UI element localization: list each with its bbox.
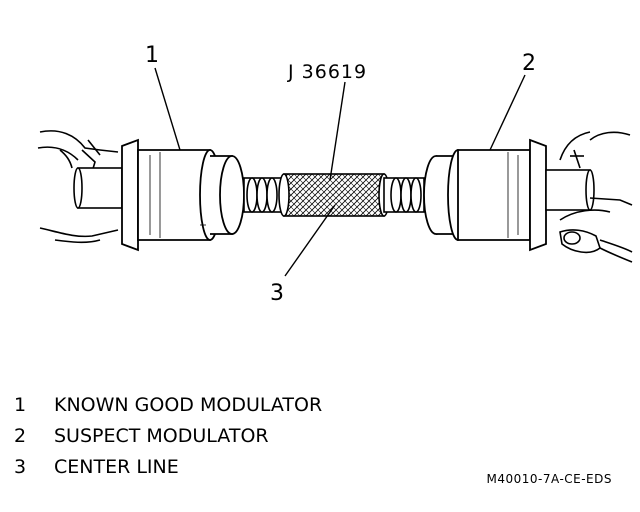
legend-text: SUSPECT MODULATOR (54, 425, 269, 447)
right-modulator-stem (545, 149, 595, 211)
legend-number: 3 (14, 456, 27, 478)
legend-text: KNOWN GOOD MODULATOR (54, 394, 323, 416)
right-connector-neck (383, 177, 425, 213)
figure-id: M40010-7A-CE-EDS (486, 472, 612, 486)
legend: 1 KNOWN GOOD MODULATOR 2 SUSPECT MODULAT… (14, 390, 322, 483)
leader-1 (154, 67, 181, 151)
left-hand-illustration (37, 130, 119, 244)
callout-1: 1 (145, 43, 159, 68)
callout-3: 3 (270, 281, 284, 306)
left-connector-neck (243, 177, 285, 213)
legend-item: 3 CENTER LINE (14, 452, 322, 483)
left-modulator-stem (73, 167, 123, 209)
legend-text: CENTER LINE (54, 456, 179, 478)
callout-2: 2 (522, 51, 536, 76)
legend-number: 2 (14, 425, 27, 447)
tool-j36619-body (278, 173, 390, 217)
right-hand-illustration (559, 131, 633, 263)
leader-2 (489, 74, 526, 151)
legend-number: 1 (14, 394, 27, 416)
tool-label: J 36619 (287, 61, 367, 83)
known-good-modulator (121, 138, 245, 252)
leader-tool (329, 81, 346, 181)
legend-item: 1 KNOWN GOOD MODULATOR (14, 390, 322, 421)
suspect-modulator (423, 138, 547, 252)
callout-leaders (154, 67, 526, 277)
legend-item: 2 SUSPECT MODULATOR (14, 421, 322, 452)
leader-3 (284, 204, 336, 277)
